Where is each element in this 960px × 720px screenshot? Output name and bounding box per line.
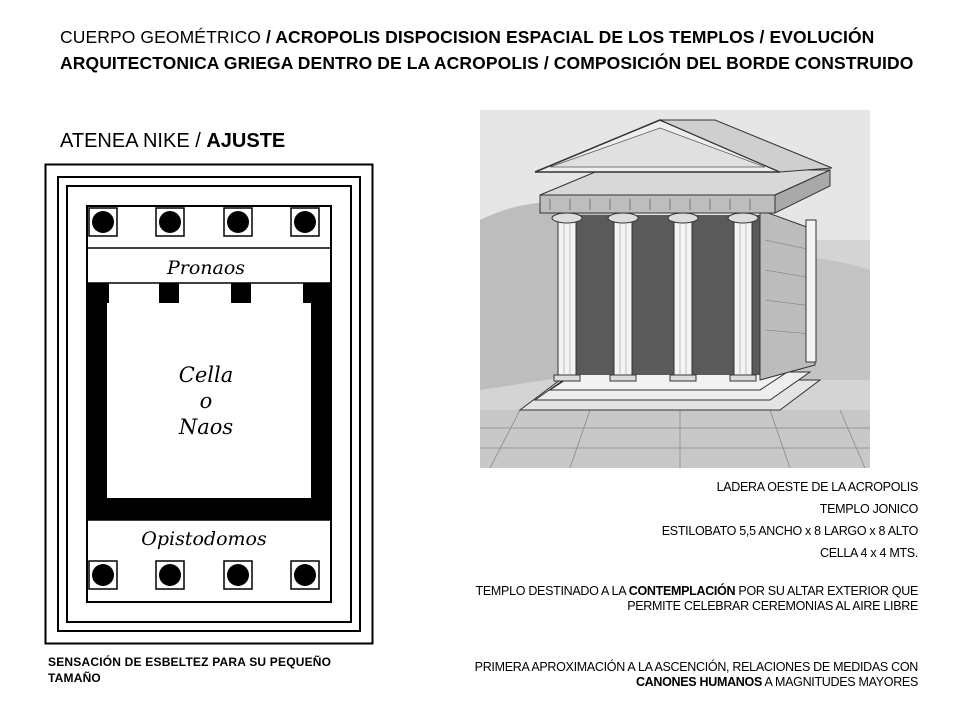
fact-order: TEMPLO JONICO	[819, 502, 919, 516]
rear-columns	[88, 560, 320, 590]
proportion-text-bold: CANONES HUMANOS	[635, 675, 762, 689]
subtitle-lead: ATENEA NIKE /	[60, 130, 207, 152]
pronaos-wall	[87, 282, 331, 303]
temple-illustration	[480, 110, 870, 468]
proportion-text-1: PRIMERA APROXIMACIÓN A LA ASCENCIÓN, REL…	[474, 660, 919, 674]
plan-inner-border	[86, 205, 332, 603]
naos-label: Naos	[178, 415, 234, 439]
proportion-paragraph: PRIMERA APROXIMACIÓN A LA ASCENCIÓN, REL…	[438, 660, 919, 690]
cella-label: Cella	[179, 363, 233, 387]
temple-facts: LADERA OESTE DE LA ACROPOLIS TEMPLO JONI…	[438, 476, 919, 564]
purpose-text-1: TEMPLO DESTINADO A LA	[475, 584, 629, 598]
opistodomos-label: Opistodomos	[141, 528, 267, 550]
fact-cella: CELLA 4 x 4 MTS.	[819, 546, 918, 560]
plan-outer-border	[44, 163, 374, 645]
purpose-text-bold: CONTEMPLACIÓN	[628, 584, 736, 598]
plan-middle-border	[57, 176, 361, 632]
plan-caption: SENSACIÓN DE ESBELTEZ PARA SU PEQUEÑO TA…	[48, 655, 332, 685]
slide-title: CUERPO GEOMÉTRICO / ACROPOLIS DISPOCISIO…	[60, 24, 920, 76]
cella-walls	[87, 303, 331, 520]
front-columns	[88, 207, 320, 237]
pronaos-label: Pronaos	[166, 257, 245, 279]
cella-label-connector: o	[200, 389, 213, 413]
fact-location: LADERA OESTE DE LA ACROPOLIS	[716, 480, 919, 494]
plan-stylobate-border	[66, 185, 352, 623]
title-lead: CUERPO GEOMÉTRICO	[60, 27, 266, 47]
title-bold: / ACROPOLIS DISPOCISION ESPACIAL DE LOS …	[60, 27, 914, 73]
purpose-paragraph: TEMPLO DESTINADO A LA CONTEMPLACIÓN POR …	[438, 584, 919, 614]
proportion-text-2: A MAGNITUDES MAYORES	[762, 675, 918, 689]
subtitle-bold: AJUSTE	[206, 130, 286, 152]
fact-stylobate: ESTILOBATO 5,5 ANCHO x 8 LARGO x 8 ALTO	[661, 524, 919, 538]
slide-subtitle: ATENEA NIKE / AJUSTE	[60, 128, 285, 154]
temple-floor-plan: Pronaos Cella o Naos Opistodomos	[44, 163, 374, 645]
purpose-text-2: POR SU ALTAR EXTERIOR QUE PERMITE CELEBR…	[627, 584, 918, 613]
